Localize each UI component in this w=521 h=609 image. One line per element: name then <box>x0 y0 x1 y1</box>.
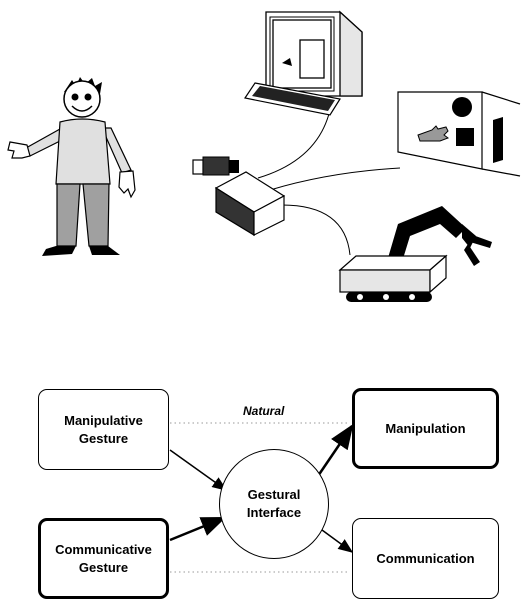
communicative-gesture-box: Communicative Gesture <box>38 518 169 599</box>
camera-icon <box>192 156 239 176</box>
gestural-interface-node: Gestural Interface <box>219 449 329 559</box>
computer-monitor <box>244 10 363 116</box>
processing-box <box>214 171 286 237</box>
communicative-label: Communicative <box>55 541 152 557</box>
diagram-connectors <box>169 422 354 573</box>
manipulative-gesture-box: Manipulative Gesture <box>38 389 169 470</box>
connection-cables <box>257 109 401 256</box>
gestural-label: Gestural <box>247 486 301 502</box>
manipulation-box: Manipulation <box>352 388 499 469</box>
person-figure <box>7 77 136 256</box>
natural-label: Natural <box>243 404 285 418</box>
virtual-room <box>397 91 521 177</box>
manipulation-label: Manipulation <box>385 420 466 436</box>
robot-vehicle <box>338 206 492 302</box>
interface-label: Interface <box>246 505 302 520</box>
manipulative-label: Manipulative <box>64 412 143 428</box>
communication-label: Communication <box>376 550 475 566</box>
gesture-label: Gesture <box>78 430 129 446</box>
communication-box: Communication <box>352 518 499 599</box>
gesture-label-2: Gesture <box>78 559 129 575</box>
